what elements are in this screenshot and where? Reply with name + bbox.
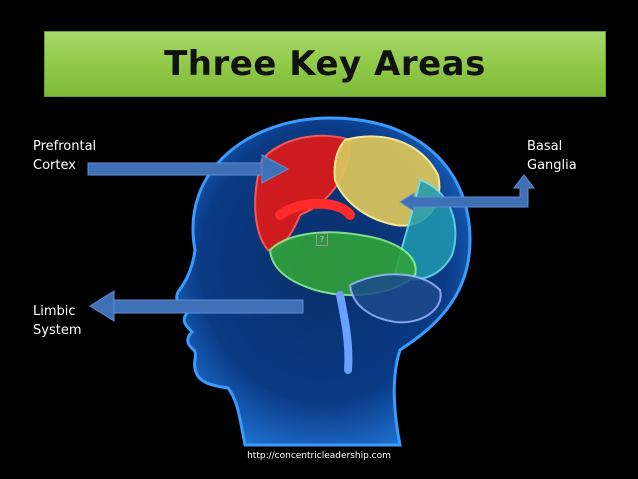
limbic-label-line1: Limbic xyxy=(33,304,76,319)
missing-glyph-icon: ? xyxy=(316,233,328,246)
prefrontal-label-line2: Cortex xyxy=(33,158,76,173)
slide-title: Three Key Areas xyxy=(164,44,486,84)
source-credit[interactable]: http://concentricleadership.com xyxy=(247,451,391,461)
title-banner: Three Key Areas xyxy=(44,31,606,97)
brain xyxy=(254,134,457,374)
basal-ganglia-label: Basal Ganglia xyxy=(527,137,577,175)
limbic-arrow xyxy=(89,290,304,322)
prefrontal-label-line1: Prefrontal xyxy=(33,139,97,154)
prefrontal-arrow xyxy=(87,154,290,184)
limbic-label-line2: System xyxy=(33,323,82,338)
prefrontal-cortex-label: Prefrontal Cortex xyxy=(33,137,96,175)
limbic-system-label: Limbic System xyxy=(33,302,81,340)
cerebellum-region xyxy=(348,273,442,324)
inner-red-arc xyxy=(275,198,355,220)
brainstem xyxy=(336,291,353,374)
basal-ganglia-arrow xyxy=(399,174,536,212)
basal-label-line1: Basal xyxy=(527,139,563,154)
basal-label-line2: Ganglia xyxy=(527,158,577,173)
